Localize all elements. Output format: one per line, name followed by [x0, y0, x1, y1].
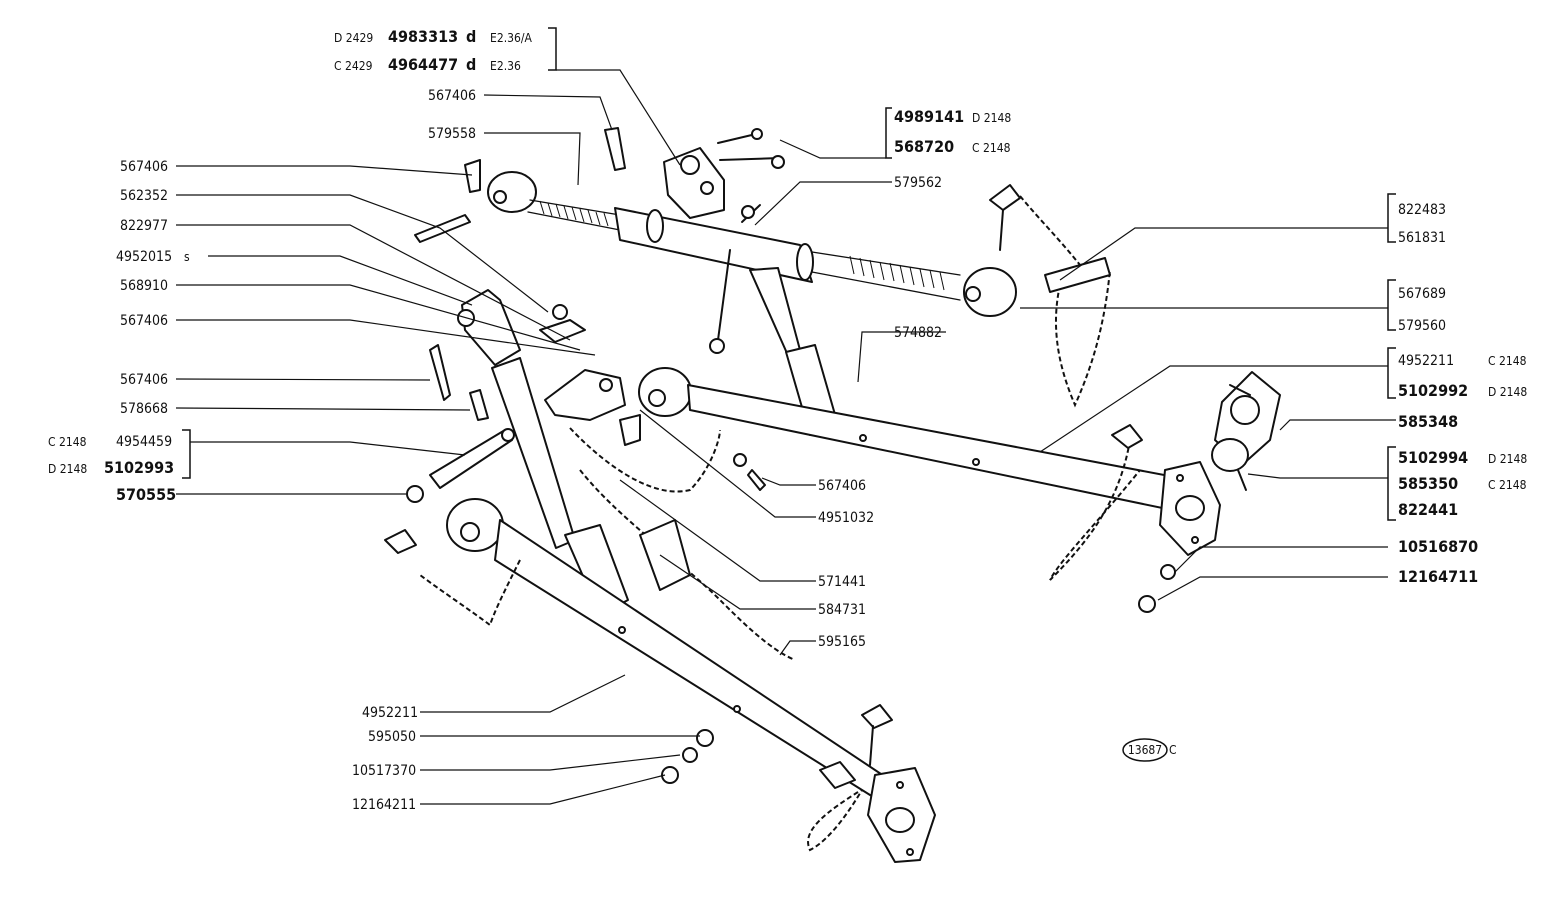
drawing-reference-badge: 13687 C [1122, 738, 1177, 762]
top-group-suffix-2: d [466, 55, 476, 74]
label-567406-b: 567406 [120, 159, 168, 175]
top-group-prefix-2: C 2429 [334, 59, 373, 73]
top-right-code-2: C 2148 [972, 141, 1011, 155]
top-group-number-2: 4964477 [388, 55, 458, 74]
label-567406-d: 567406 [120, 372, 168, 388]
right-lower-link [638, 367, 1221, 581]
label-10516870: 10516870 [1398, 537, 1478, 556]
right-group-4-number-1: 5102994 [1398, 448, 1468, 467]
label-12164211: 12164211 [352, 797, 416, 813]
right-group-3-code-1: C 2148 [1488, 354, 1527, 368]
label-562352: 562352 [120, 188, 168, 204]
label-4952015-suffix: s [184, 250, 190, 264]
label-567406-a: 567406 [428, 88, 476, 104]
center-chains [569, 427, 796, 661]
label-579558: 579558 [428, 126, 476, 142]
right-group-1-a: 822483 [1398, 202, 1446, 218]
right-group-2-b: 579560 [1398, 318, 1446, 334]
label-570555: 570555 [116, 485, 176, 504]
right-group-4-code-1: D 2148 [1488, 452, 1527, 466]
label-578668: 578668 [120, 401, 168, 417]
linchpin-chain-right [989, 184, 1111, 408]
label-584731: 584731 [818, 602, 866, 618]
label-10517370: 10517370 [352, 763, 416, 779]
label-567406-c: 567406 [120, 313, 168, 329]
top-group-number-1: 4983313 [388, 27, 458, 46]
left-group-number-1: 4954459 [116, 434, 172, 450]
label-595050: 595050 [368, 729, 416, 745]
top-right-number-1: 4989141 [894, 107, 964, 126]
drawing-reference-number: 13687 [1128, 743, 1162, 757]
right-group-3-code-2: D 2148 [1488, 385, 1527, 399]
top-group-suffix-1: d [466, 27, 476, 46]
part-labels: D 2429 4983313 d E2.36/A C 2429 4964477 … [48, 27, 1527, 813]
top-bracket [663, 128, 763, 219]
parts-illustration: 13687 C [384, 127, 1281, 863]
top-right-number-2: 568720 [894, 137, 954, 156]
top-group-ref-1: E2.36/A [490, 31, 532, 45]
label-585348: 585348 [1398, 412, 1458, 431]
label-574882: 574882 [894, 325, 942, 341]
label-4952211-bottom: 4952211 [362, 705, 418, 721]
label-568910: 568910 [120, 278, 168, 294]
right-group-1-b: 561831 [1398, 230, 1446, 246]
right-group-4-code-2: C 2148 [1488, 478, 1527, 492]
label-822977: 822977 [120, 218, 168, 234]
label-579562: 579562 [894, 175, 942, 191]
left-pins [406, 127, 626, 503]
top-link-assembly [487, 155, 1017, 354]
right-group-3-number-2: 5102992 [1398, 381, 1468, 400]
label-4952015: 4952015 [116, 249, 172, 265]
left-group-prefix-2: D 2148 [48, 462, 87, 476]
leader-lines [175, 27, 1396, 805]
left-group-number-2: 5102993 [104, 458, 174, 477]
right-group-4-number-2: 585350 [1398, 474, 1458, 493]
label-595165: 595165 [818, 634, 866, 650]
swivel-bracket [544, 369, 641, 446]
top-group-prefix-1: D 2429 [334, 31, 373, 45]
label-567406-e: 567406 [818, 478, 866, 494]
top-right-code-1: D 2148 [972, 111, 1011, 125]
label-571441: 571441 [818, 574, 866, 590]
right-pin-block [1138, 371, 1281, 613]
right-group-3-number-1: 4952211 [1398, 353, 1454, 369]
left-lower-link [384, 498, 936, 863]
left-group-prefix-1: C 2148 [48, 435, 87, 449]
right-group-2-a: 567689 [1398, 286, 1446, 302]
label-4951032: 4951032 [818, 510, 874, 526]
top-group-ref-2: E2.36 [490, 59, 521, 73]
right-group-4-number-3: 822441 [1398, 500, 1458, 519]
drawing-reference-suffix: C [1169, 743, 1177, 757]
label-12164711: 12164711 [1398, 567, 1478, 586]
